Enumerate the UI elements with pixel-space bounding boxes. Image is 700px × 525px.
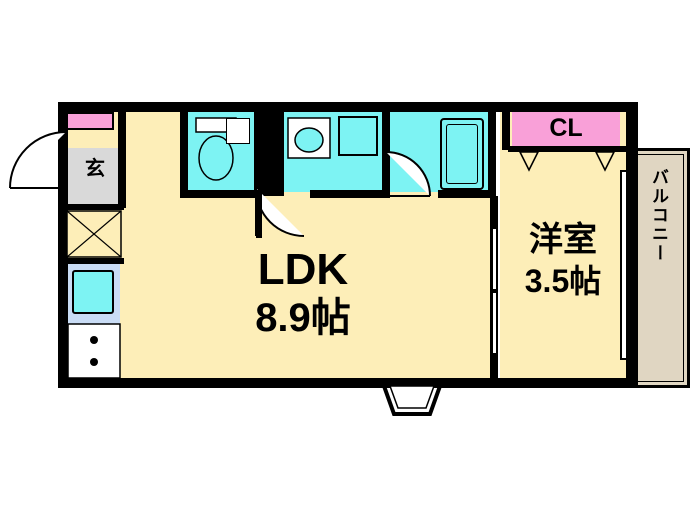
bathtub-inner: [446, 124, 478, 184]
washitsu-sliding-door-upper: [492, 228, 497, 290]
washitsu-label: 洋室: [529, 221, 597, 259]
wall-kitchen-top: [60, 258, 124, 264]
wall-bottom: [58, 378, 638, 388]
ldk-label: LDK: [257, 245, 349, 294]
wall-left: [58, 102, 68, 388]
bathroom-door-swing: [385, 151, 431, 197]
wall-wet-bottom-left: [180, 190, 264, 198]
washbasin-icon: [287, 117, 331, 159]
bay-window: [381, 384, 443, 416]
wall-toilet-door-jamb: [256, 190, 262, 238]
closet-label: CL: [549, 114, 583, 142]
genkan-label: 玄: [85, 158, 105, 180]
genkan-fill: [66, 148, 124, 206]
washitsu-window: [620, 170, 628, 360]
balcony-fill: [632, 150, 688, 386]
toilet-tank: [226, 118, 250, 144]
balcony-rail: [636, 154, 684, 382]
wall-entry-lower: [60, 204, 124, 210]
wall-closet-left: [502, 110, 510, 150]
balcony-outline: [630, 148, 690, 388]
wall-closet-bottom: [508, 146, 626, 152]
kitchen-sink-icon: [72, 270, 114, 314]
wall-entry-vertical: [118, 112, 126, 208]
stove-icon: [67, 323, 121, 379]
wall-toilet-right: [254, 110, 284, 196]
washitsu-size-label: 3.5帖: [524, 263, 602, 299]
closet-fill: [512, 112, 620, 148]
storage-cross-box: [66, 210, 122, 258]
wall-bath-bottom: [438, 190, 496, 198]
wall-top: [58, 102, 638, 112]
washitsu-sliding-door-lower: [492, 292, 497, 354]
ldk-size-label: 8.9帖: [255, 296, 351, 340]
washing-machine-pan: [338, 116, 378, 156]
entrance-door-swing: [9, 131, 67, 189]
balcony-label: バルコニー: [649, 168, 668, 263]
closet-hanger-marks: [519, 152, 615, 172]
wall-toilet-left: [180, 110, 188, 196]
wall-bath-right: [488, 110, 496, 198]
wall-wet-bottom-right: [310, 190, 390, 198]
entry-shoe-box: [66, 112, 114, 130]
